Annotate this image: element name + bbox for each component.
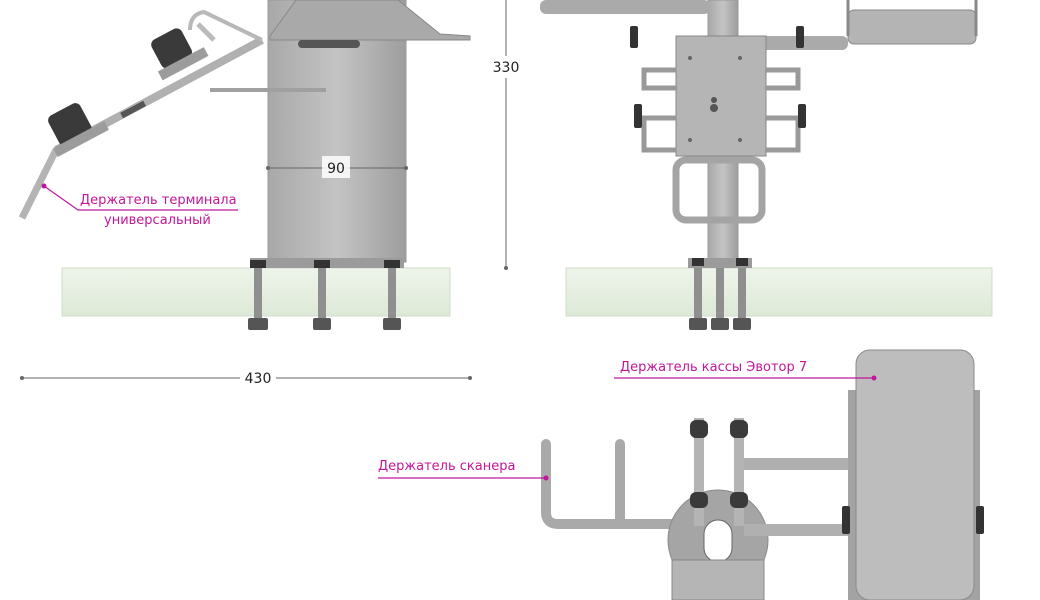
- dim-height: 330: [493, 60, 520, 76]
- callout-terminal-holder-line2: универсальный: [104, 213, 211, 228]
- side-view: 90 430 330 Держатель терминала универсал…: [18, 0, 524, 388]
- dim-post-width: 90: [327, 161, 345, 177]
- tray-front: [847, 9, 977, 45]
- dim-width: 430: [245, 371, 272, 387]
- callout-terminal-holder-line1: Держатель терминала: [80, 193, 237, 208]
- register-holder-top: [855, 349, 975, 600]
- counter-glass-front: [565, 267, 993, 317]
- callout-register-holder: Держатель кассы Эвотор 7: [620, 360, 807, 375]
- top-view: Держатель кассы Эвотор 7 Держатель скане…: [378, 349, 984, 600]
- callout-line-terminal: [43, 185, 238, 211]
- callout-scanner-holder: Держатель сканера: [378, 459, 515, 474]
- bolts-side: [248, 260, 401, 330]
- scanner-loop-front: [672, 156, 766, 224]
- central-plate-front: [675, 35, 767, 157]
- top-bracket-side: [269, 0, 471, 41]
- front-view: [540, 0, 993, 330]
- scanner-holder-top: [541, 439, 685, 529]
- terminal-holder-side: [18, 9, 264, 220]
